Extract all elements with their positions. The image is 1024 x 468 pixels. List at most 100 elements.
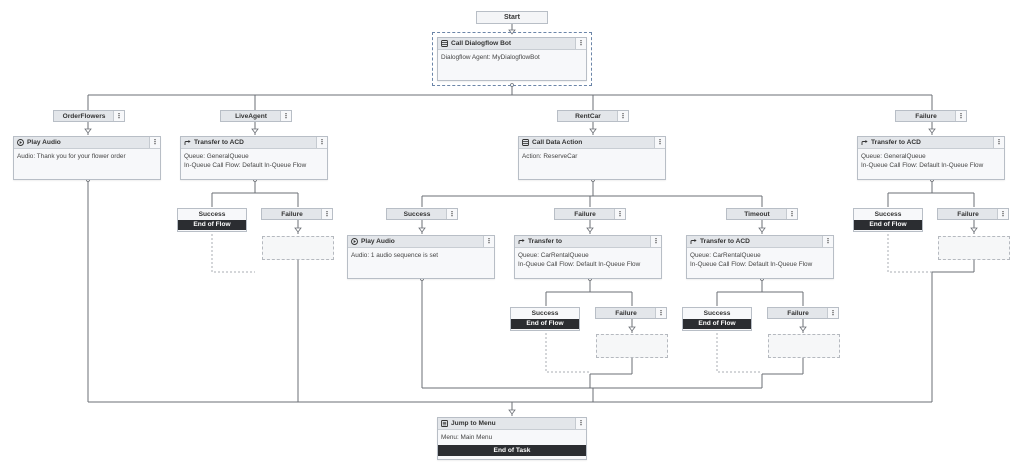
empty-drop-target[interactable] xyxy=(262,236,334,260)
outcome-success[interactable]: Success End of Flow xyxy=(682,307,752,331)
branch-menu-button[interactable]: ⋮ xyxy=(955,111,966,121)
branch-liveagent[interactable]: LiveAgent ⋮ xyxy=(220,110,292,122)
branch-menu-button[interactable]: ⋮ xyxy=(113,111,124,121)
outcome-label: Timeout xyxy=(744,210,770,218)
node-menu-button[interactable]: ⋮ xyxy=(650,236,661,247)
node-title: Transfer to ACD xyxy=(700,238,750,245)
queue-line: Queue: GeneralQueue xyxy=(184,153,249,160)
node-title: Play Audio xyxy=(361,238,395,245)
transfer-to-acd-node[interactable]: Transfer to ACD ⋮ Queue: GeneralQueue In… xyxy=(857,136,1005,180)
outcome-label: Success xyxy=(703,310,731,317)
node-body: Action: ReserveCar xyxy=(522,153,578,160)
transfer-icon xyxy=(518,238,525,245)
outcome-menu-button[interactable]: ⋮ xyxy=(997,209,1008,219)
outcome-menu-button[interactable]: ⋮ xyxy=(655,308,666,318)
queue-line: Queue: CarRentalQueue xyxy=(690,252,761,259)
queue-line: Queue: GeneralQueue xyxy=(861,153,926,160)
node-menu-button[interactable]: ⋮ xyxy=(822,236,833,247)
branch-menu-button[interactable]: ⋮ xyxy=(617,111,628,121)
outcome-label: Failure xyxy=(574,210,596,218)
database-icon xyxy=(441,40,448,47)
end-of-flow-block: End of Flow xyxy=(854,220,922,230)
branch-orderflowers[interactable]: OrderFlowers ⋮ xyxy=(53,110,125,122)
end-of-flow-block: End of Flow xyxy=(683,319,751,329)
outcome-label: Success xyxy=(403,210,431,218)
outcome-timeout[interactable]: Timeout ⋮ xyxy=(726,208,798,220)
node-title: Call Dialogflow Bot xyxy=(451,40,512,47)
end-of-task-block: End of Task xyxy=(438,445,586,456)
outcome-label: Success xyxy=(531,310,559,317)
branch-label: RentCar xyxy=(575,112,601,120)
node-header: Transfer to ⋮ xyxy=(515,236,661,248)
transfer-icon xyxy=(184,139,191,146)
transfer-to-acd-node[interactable]: Transfer to ACD ⋮ Queue: GeneralQueue In… xyxy=(180,136,328,180)
play-circle-icon xyxy=(17,139,24,146)
node-menu-button[interactable]: ⋮ xyxy=(575,418,586,429)
database-icon xyxy=(522,139,529,146)
node-body: Menu: Main Menu xyxy=(441,434,493,441)
play-audio-node[interactable]: Play Audio ⋮ Audio: 1 audio sequence is … xyxy=(347,235,495,279)
node-body: Queue: CarRentalQueue In-Queue Call Flow… xyxy=(515,248,661,269)
in-queue-flow-line: In-Queue Call Flow: Default In-Queue Flo… xyxy=(518,261,641,268)
in-queue-flow-line: In-Queue Call Flow: Default In-Queue Flo… xyxy=(690,261,813,268)
node-menu-button[interactable]: ⋮ xyxy=(993,137,1004,148)
transfer-to-acd-node[interactable]: Transfer to ACD ⋮ Queue: CarRentalQueue … xyxy=(686,235,834,279)
selection-outline xyxy=(432,32,592,86)
node-title: Transfer to xyxy=(528,238,563,245)
outcome-menu-button[interactable]: ⋮ xyxy=(786,209,797,219)
empty-drop-target[interactable] xyxy=(768,334,840,358)
node-header: Call Data Action ⋮ xyxy=(519,137,665,149)
in-queue-flow-line: In-Queue Call Flow: Default In-Queue Flo… xyxy=(184,162,307,169)
transfer-icon xyxy=(861,139,868,146)
outcome-success[interactable]: Success End of Flow xyxy=(177,208,247,232)
outcome-failure[interactable]: Failure ⋮ xyxy=(767,307,839,319)
node-header: Transfer to ACD ⋮ xyxy=(858,137,1004,149)
jump-to-menu-node[interactable]: Jump to Menu ⋮ Menu: Main Menu End of Ta… xyxy=(437,417,587,460)
node-menu-button[interactable]: ⋮ xyxy=(654,137,665,148)
outcome-failure[interactable]: Failure ⋮ xyxy=(595,307,667,319)
node-title: Transfer to ACD xyxy=(871,139,921,146)
node-header: Play Audio ⋮ xyxy=(14,137,160,149)
node-menu-button[interactable]: ⋮ xyxy=(575,38,586,49)
transfer-to-node[interactable]: Transfer to ⋮ Queue: CarRentalQueue In-Q… xyxy=(514,235,662,279)
outcome-success[interactable]: Success ⋮ xyxy=(386,208,458,220)
node-menu-button[interactable]: ⋮ xyxy=(149,137,160,148)
outcome-menu-button[interactable]: ⋮ xyxy=(614,209,625,219)
play-circle-icon xyxy=(351,238,358,245)
node-body: Audio: Thank you for your flower order xyxy=(17,153,126,160)
outcome-failure[interactable]: Failure ⋮ xyxy=(554,208,626,220)
node-header: Call Dialogflow Bot ⋮ xyxy=(438,38,586,50)
branch-rentcar[interactable]: RentCar ⋮ xyxy=(557,110,629,122)
outcome-failure[interactable]: Failure ⋮ xyxy=(937,208,1009,220)
end-of-flow-block: End of Flow xyxy=(511,319,579,329)
branch-label: OrderFlowers xyxy=(62,112,106,120)
start-node[interactable]: Start xyxy=(476,11,548,24)
node-menu-button[interactable]: ⋮ xyxy=(483,236,494,247)
call-dialogflow-bot-node[interactable]: Call Dialogflow Bot ⋮ Dialogflow Agent: … xyxy=(437,37,587,81)
outcome-label: Failure xyxy=(281,210,303,218)
branch-failure[interactable]: Failure ⋮ xyxy=(895,110,967,122)
outcome-success[interactable]: Success End of Flow xyxy=(853,208,923,232)
outcome-menu-button[interactable]: ⋮ xyxy=(446,209,457,219)
outcome-menu-button[interactable]: ⋮ xyxy=(321,209,332,219)
queue-line: Queue: CarRentalQueue xyxy=(518,252,589,259)
node-menu-button[interactable]: ⋮ xyxy=(316,137,327,148)
node-body: Queue: GeneralQueue In-Queue Call Flow: … xyxy=(858,149,1004,170)
branch-menu-button[interactable]: ⋮ xyxy=(280,111,291,121)
branch-label: LiveAgent xyxy=(235,112,267,120)
outcome-label: Failure xyxy=(787,309,809,317)
empty-drop-target[interactable] xyxy=(938,236,1010,260)
end-of-flow-block: End of Flow xyxy=(178,220,246,230)
call-data-action-node[interactable]: Call Data Action ⋮ Action: ReserveCar xyxy=(518,136,666,180)
play-audio-node[interactable]: Play Audio ⋮ Audio: Thank you for your f… xyxy=(13,136,161,180)
branch-label: Failure xyxy=(915,112,937,120)
outcome-success[interactable]: Success End of Flow xyxy=(510,307,580,331)
empty-drop-target[interactable] xyxy=(596,334,668,358)
node-body: Queue: CarRentalQueue In-Queue Call Flow… xyxy=(687,248,833,269)
outcome-label: Success xyxy=(874,211,902,218)
outcome-menu-button[interactable]: ⋮ xyxy=(827,308,838,318)
outcome-label: Failure xyxy=(615,309,637,317)
node-header: Transfer to ACD ⋮ xyxy=(181,137,327,149)
outcome-failure[interactable]: Failure ⋮ xyxy=(261,208,333,220)
node-header: Play Audio ⋮ xyxy=(348,236,494,248)
